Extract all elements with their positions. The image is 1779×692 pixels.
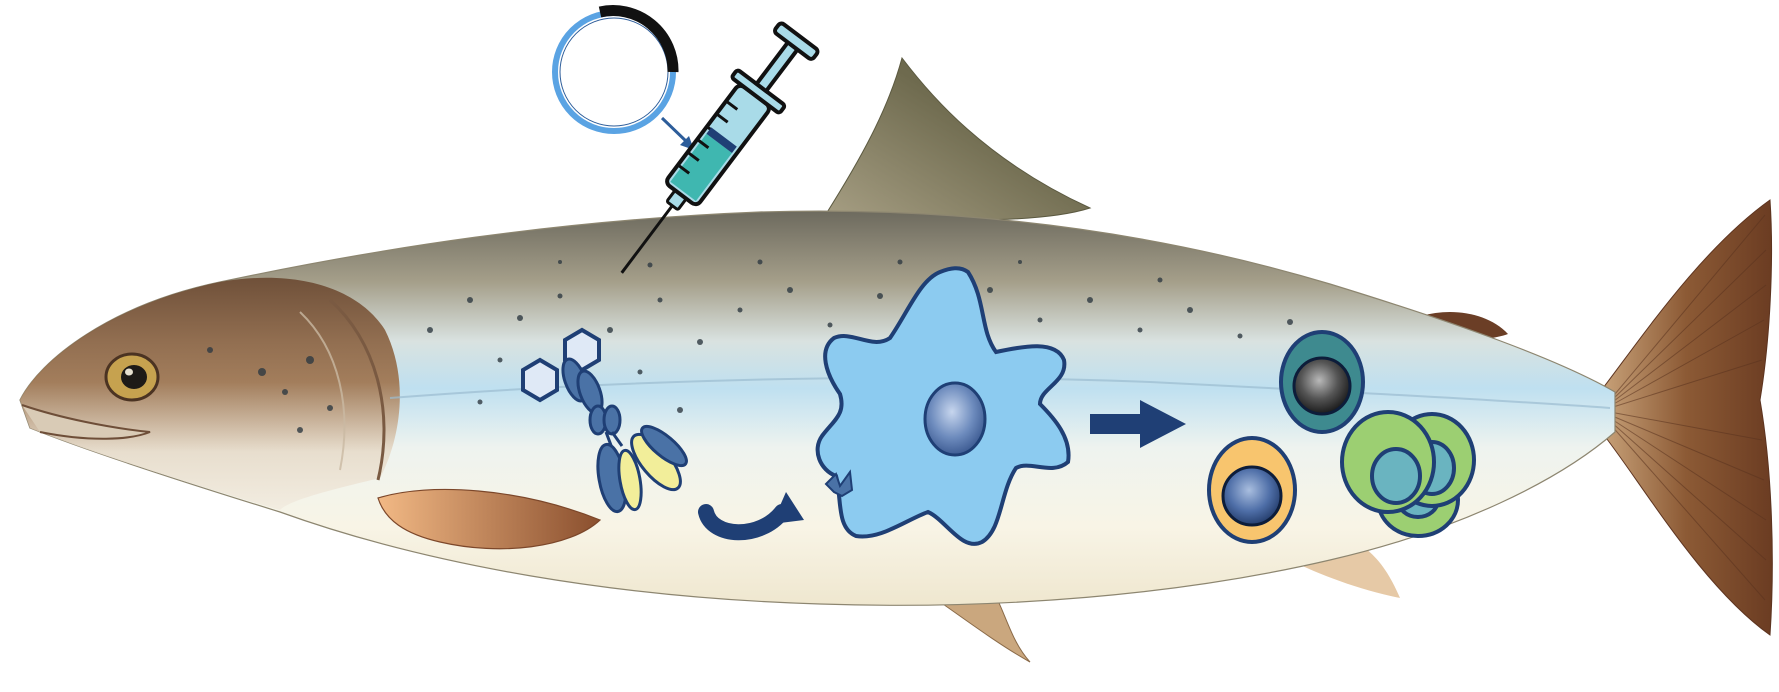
lymphocyte-teal-icon (1281, 332, 1363, 432)
small-arrow-icon (662, 118, 694, 150)
tail-fin (1600, 200, 1772, 635)
dorsal-fin (826, 58, 1090, 220)
fish-eye (106, 354, 158, 400)
lymphocyte-orange-icon (1209, 438, 1295, 542)
plasmid-vector-icon (555, 11, 673, 131)
